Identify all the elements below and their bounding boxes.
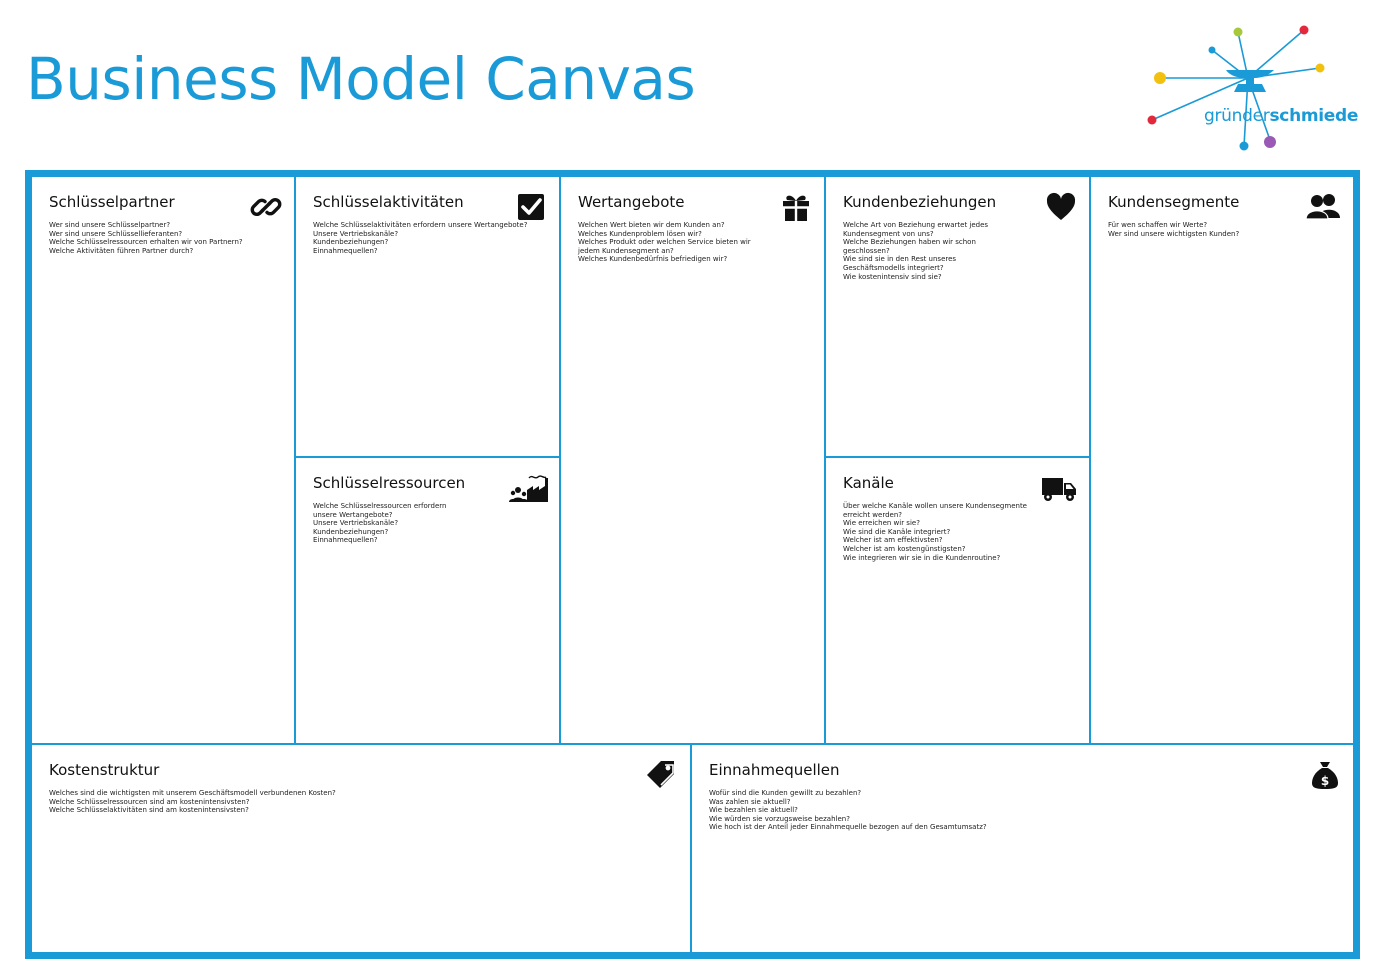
block-title: Wertangebote [578, 193, 685, 211]
money-bag-icon: $ [1309, 759, 1341, 791]
block-title: Einnahmequellen [709, 761, 840, 779]
block-cost-structure[interactable]: Kostenstruktur Welches sind die wichtigs… [30, 743, 692, 954]
block-customer-relationships[interactable]: Kundenbeziehungen Welche Art von Beziehu… [824, 175, 1091, 458]
block-title: Kostenstruktur [49, 761, 160, 779]
anvil-network-logo-icon [1147, 25, 1325, 151]
block-title: Kanäle [843, 474, 894, 492]
logo-wordmark: gründerschmiede [1204, 106, 1358, 126]
block-revenue-streams[interactable]: Einnahmequellen $ Wofür sind die Kunden … [690, 743, 1355, 954]
link-icon [250, 191, 282, 223]
block-key-activities[interactable]: Schlüsselaktivitäten Welche Schlüsselakt… [294, 175, 561, 458]
checkbox-icon [515, 191, 547, 223]
logo-wordmark-prefix: gründer [1204, 106, 1270, 126]
block-questions: Über welche Kanäle wollen unsere Kundens… [843, 502, 1027, 562]
block-questions: Welche Schlüsselressourcen erfordern uns… [313, 502, 447, 545]
factory-workers-icon [509, 472, 549, 504]
block-questions: Welchen Wert bieten wir dem Kunden an? W… [578, 221, 751, 264]
block-title: Schlüsselpartner [49, 193, 175, 211]
block-questions: Welche Art von Beziehung erwartet jedes … [843, 221, 989, 281]
heart-icon [1045, 191, 1077, 223]
block-key-resources[interactable]: Schlüsselressourcen Welche Schlüsselress… [294, 456, 561, 745]
block-title: Kundensegmente [1108, 193, 1240, 211]
svg-text:$: $ [1321, 774, 1329, 788]
block-channels[interactable]: Kanäle Über welche Kanäle wollen unsere … [824, 456, 1091, 745]
block-title: Kundenbeziehungen [843, 193, 997, 211]
price-tag-icon [646, 759, 678, 791]
page-title: Business Model Canvas [26, 45, 696, 113]
block-value-propositions[interactable]: Wertangebote Welchen Wert bieten wir dem… [559, 175, 826, 745]
block-key-partners[interactable]: Schlüsselpartner Wer sind unsere Schlüss… [30, 175, 296, 745]
block-questions: Wer sind unsere Schlüsselpartner? Wer si… [49, 221, 243, 255]
block-questions: Wofür sind die Kunden gewillt zu bezahle… [709, 789, 987, 832]
people-icon [1305, 191, 1341, 223]
block-title: Schlüsselressourcen [313, 474, 466, 492]
gift-icon [780, 191, 812, 223]
truck-icon [1041, 472, 1077, 504]
block-questions: Welches sind die wichtigsten mit unserem… [49, 789, 336, 815]
block-customer-segments[interactable]: Kundensegmente Für wen schaffen wir Wert… [1089, 175, 1355, 745]
block-questions: Für wen schaffen wir Werte? Wer sind uns… [1108, 221, 1240, 238]
block-title: Schlüsselaktivitäten [313, 193, 464, 211]
gruenderschmiede-logo: gründerschmiede [1140, 20, 1360, 160]
block-questions: Welche Schlüsselaktivitäten erfordern un… [313, 221, 528, 255]
business-model-canvas: Schlüsselpartner Wer sind unsere Schlüss… [25, 170, 1360, 959]
logo-wordmark-suffix: schmiede [1269, 106, 1359, 126]
